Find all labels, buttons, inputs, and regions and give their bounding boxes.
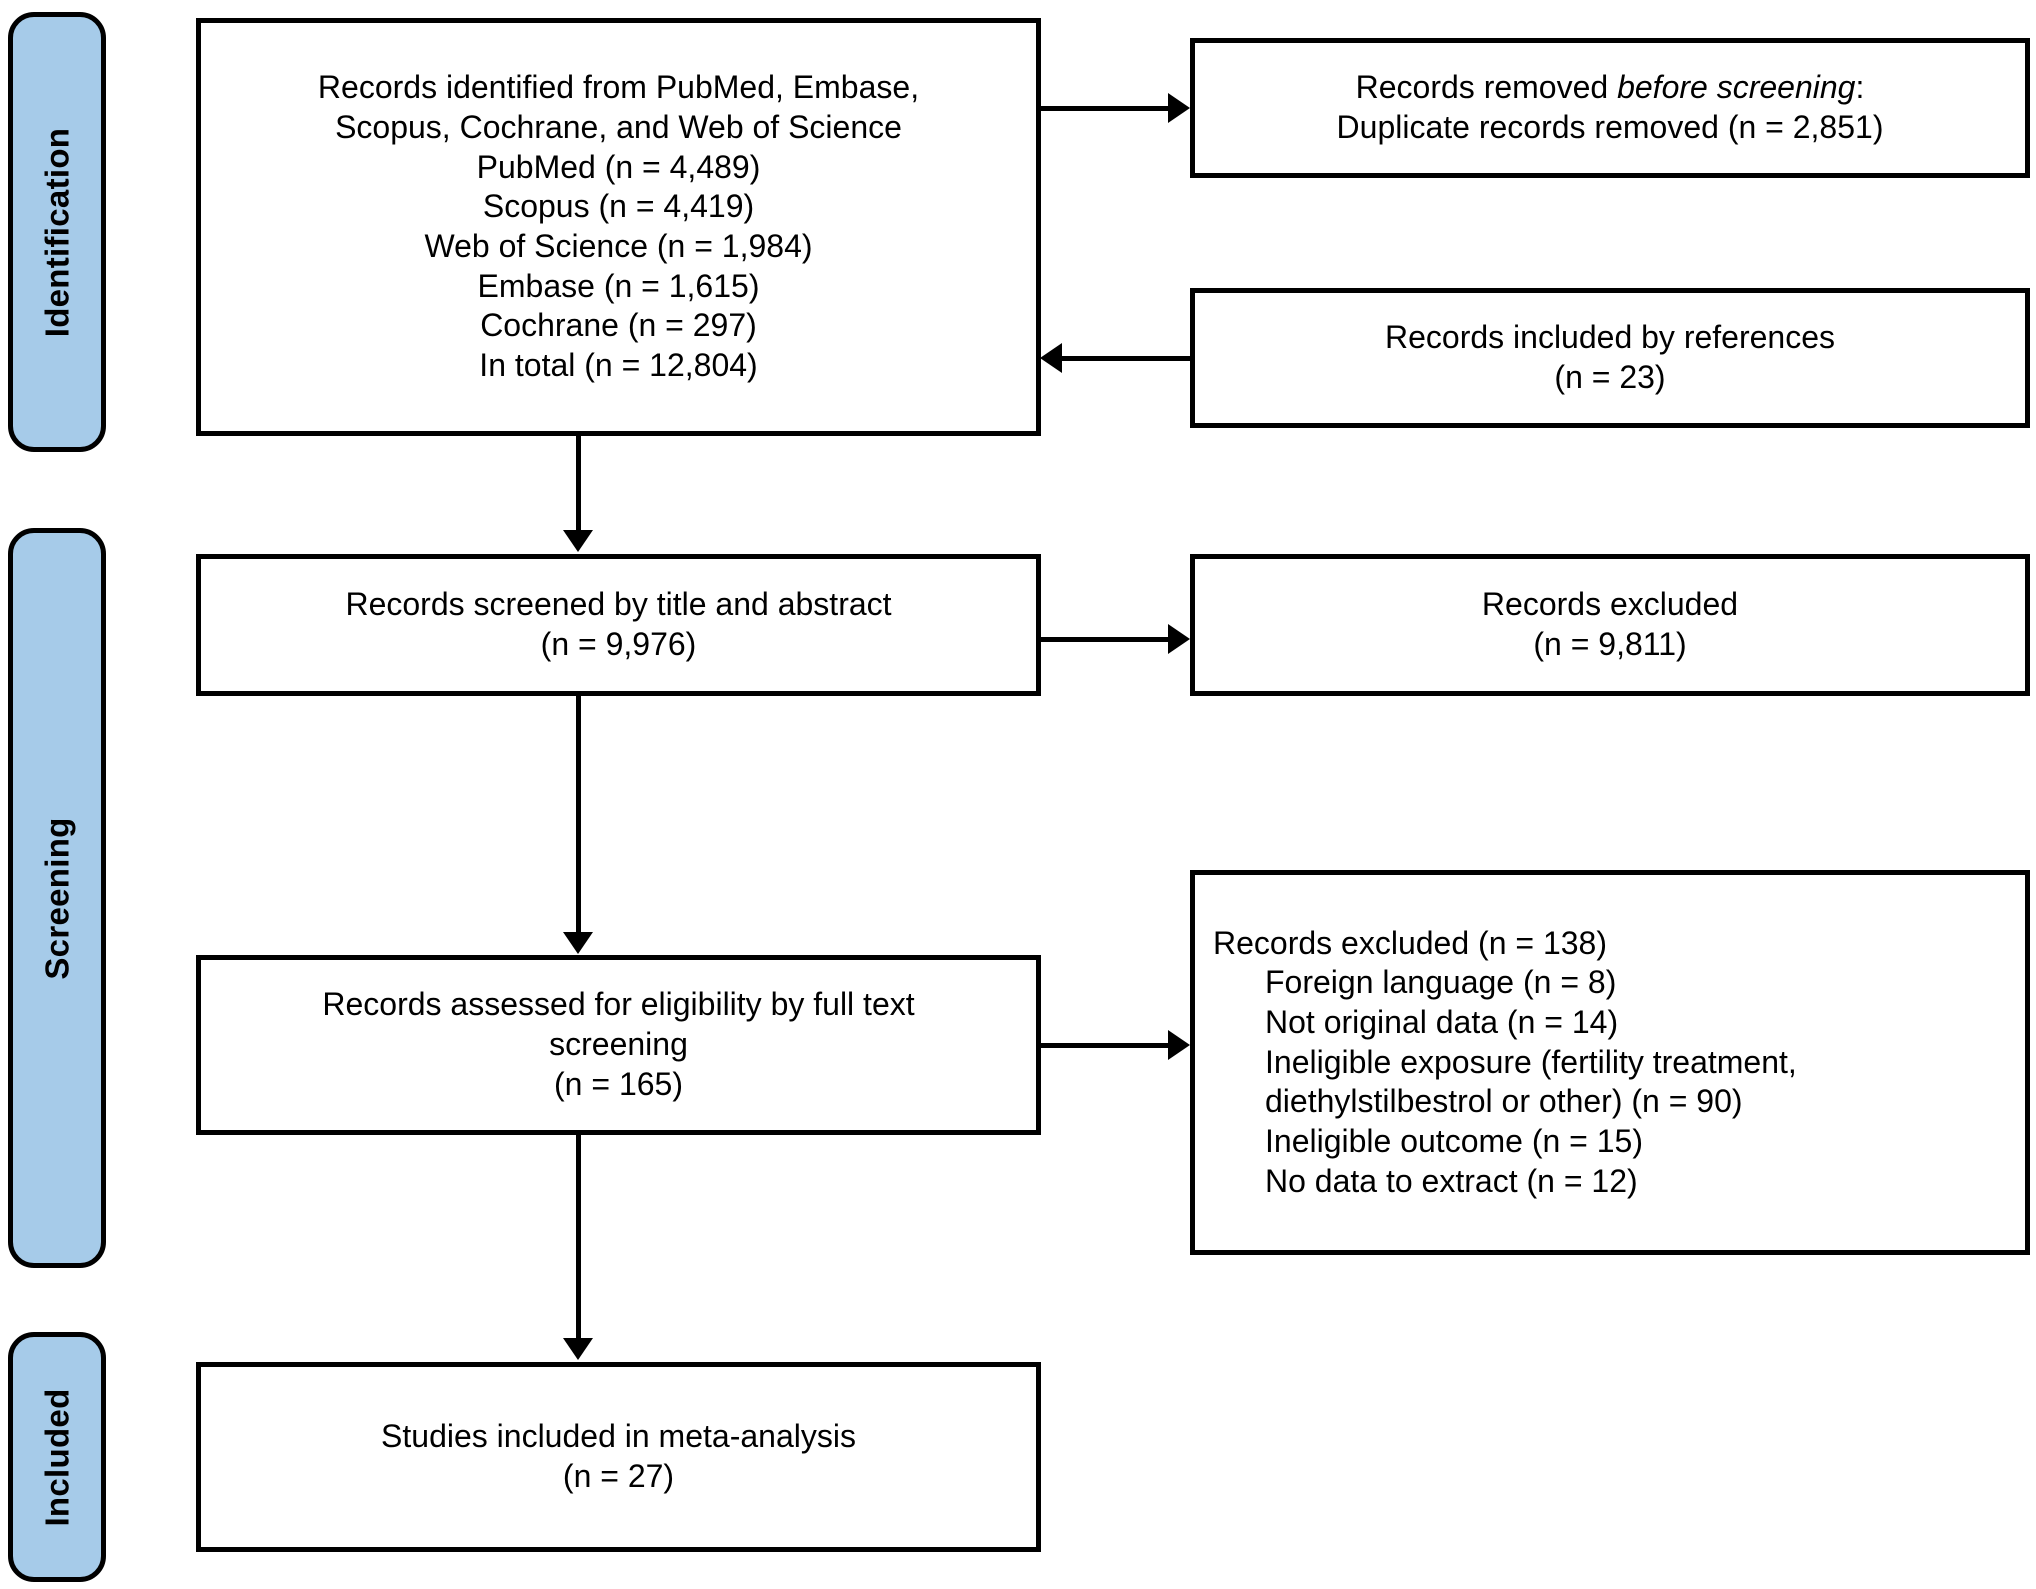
records-excluded-screening-count: (n = 9,811) [1533, 626, 1687, 662]
connector-screened-to-assessed [576, 696, 581, 934]
records-excluded-screening-line-1: Records excluded [1481, 586, 1739, 623]
records-identified-embase: Embase (n = 1,615) [477, 267, 760, 304]
arrow-references-to-identified [1040, 343, 1062, 373]
arrow-assessed-to-included [563, 1338, 593, 1360]
connector-assessed-to-excluded-fulltext [1041, 1043, 1168, 1048]
records-identified-cochrane: Cochrane (n = 297) [480, 307, 757, 344]
connector-identified-to-removed [1041, 106, 1168, 111]
records-included-references-line-1: Records included by references [1384, 319, 1835, 356]
records-assessed-line-2: screening [549, 1026, 688, 1063]
records-screened-count: (n = 9,976) [540, 626, 697, 662]
box-records-identified: Records identified from PubMed, Embase, … [196, 18, 1041, 436]
records-identified-scopus: Scopus (n = 4,419) [482, 188, 755, 225]
records-removed-duplicates: Duplicate records removed (n = 2,851) [1336, 109, 1884, 145]
connector-assessed-to-included [576, 1135, 581, 1339]
records-screened-line-1: Records screened by title and abstract [345, 586, 892, 623]
records-identified-pubmed: PubMed (n = 4,489) [476, 148, 761, 185]
records-identified-line-1: Records identified from PubMed, Embase, [317, 69, 920, 106]
box-records-removed-before-screening: Records removed before screening: Duplic… [1190, 38, 2030, 178]
studies-included-count: (n = 27) [562, 1458, 675, 1494]
stage-identification: Identification [8, 12, 106, 452]
exclusion-reason-ineligible-exposure-line-1: Ineligible exposure (fertility treatment… [1265, 1043, 1797, 1080]
records-removed-heading-prefix: Records removed [1355, 69, 1618, 106]
stage-included-label: Included [38, 1387, 76, 1527]
stage-identification-label: Identification [38, 127, 76, 337]
box-studies-included: Studies included in meta-analysis (n = 2… [196, 1362, 1041, 1552]
stage-screening: Screening [8, 528, 106, 1268]
arrow-identified-to-removed [1168, 93, 1190, 123]
connector-references-to-identified [1062, 356, 1190, 361]
exclusion-reason-ineligible-exposure-line-2: diethylstilbestrol or other) (n = 90) [1265, 1083, 1743, 1120]
stage-screening-label: Screening [38, 816, 76, 980]
arrow-screened-to-assessed [563, 932, 593, 954]
studies-included-line-1: Studies included in meta-analysis [381, 1418, 856, 1455]
exclusion-reason-ineligible-outcome: Ineligible outcome (n = 15) [1265, 1123, 1643, 1159]
records-excluded-fulltext-heading: Records excluded (n = 138) [1213, 924, 1607, 961]
box-records-assessed-full-text: Records assessed for eligibility by full… [196, 955, 1041, 1135]
exclusion-reason-no-data-to-extract: No data to extract (n = 12) [1265, 1162, 1638, 1199]
records-assessed-count: (n = 165) [554, 1065, 683, 1102]
records-assessed-line-1: Records assessed for eligibility by full… [322, 986, 915, 1023]
box-records-excluded-screening: Records excluded (n = 9,811) [1190, 554, 2030, 696]
exclusion-reason-not-original-data: Not original data (n = 14) [1265, 1003, 1619, 1040]
records-removed-heading-suffix: : [1855, 69, 1865, 106]
connector-screened-to-excluded [1041, 637, 1168, 642]
arrow-assessed-to-excluded-fulltext [1168, 1030, 1190, 1060]
exclusion-reason-foreign-language: Foreign language (n = 8) [1265, 964, 1617, 1001]
stage-included: Included [8, 1332, 106, 1582]
box-records-excluded-full-text: Records excluded (n = 138) Foreign langu… [1190, 870, 2030, 1255]
box-records-included-by-references: Records included by references (n = 23) [1190, 288, 2030, 428]
records-included-references-count: (n = 23) [1554, 359, 1666, 395]
connector-identified-to-screened [576, 436, 581, 532]
arrow-screened-to-excluded [1168, 624, 1190, 654]
box-records-screened: Records screened by title and abstract (… [196, 554, 1041, 696]
records-removed-heading-italic: before screening [1617, 69, 1856, 106]
records-identified-total: In total (n = 12,804) [479, 347, 758, 384]
records-identified-web-of-science: Web of Science (n = 1,984) [424, 228, 813, 264]
records-identified-line-2: Scopus, Cochrane, and Web of Science [335, 108, 902, 145]
arrow-identified-to-screened [563, 530, 593, 552]
records-removed-heading: Records removed before screening: [1213, 68, 2007, 108]
